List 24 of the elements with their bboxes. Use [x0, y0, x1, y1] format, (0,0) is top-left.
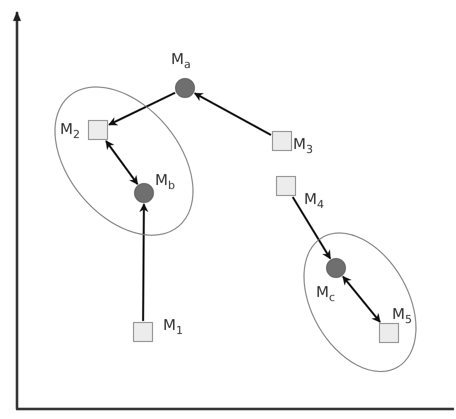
arrow	[105, 140, 138, 185]
point-label: M$_{a}$	[171, 52, 191, 70]
square-marker	[379, 322, 399, 343]
arrow	[194, 92, 272, 136]
square-marker	[133, 322, 153, 342]
circle-marker	[326, 258, 346, 278]
cluster-ellipse	[54, 86, 194, 236]
circle-marker	[175, 78, 195, 98]
square-marker	[88, 120, 108, 140]
square-marker	[276, 176, 296, 196]
point-label: M$_{c}$	[316, 284, 335, 303]
point-label: M$_{3}$	[293, 137, 313, 155]
arrow	[292, 196, 332, 260]
circle-marker	[134, 182, 154, 203]
arrow	[342, 276, 381, 323]
point-label: M$_{2}$	[60, 122, 80, 140]
point-label: M$_{5}$	[392, 306, 412, 325]
arrow	[108, 92, 176, 126]
cluster-ellipse	[303, 232, 417, 372]
point-label: M$_{4}$	[304, 192, 324, 210]
point-label: M$_{1}$	[163, 318, 183, 336]
arrow	[139, 203, 148, 321]
point-label: M$_{b}$	[154, 172, 175, 191]
square-marker	[272, 131, 292, 151]
